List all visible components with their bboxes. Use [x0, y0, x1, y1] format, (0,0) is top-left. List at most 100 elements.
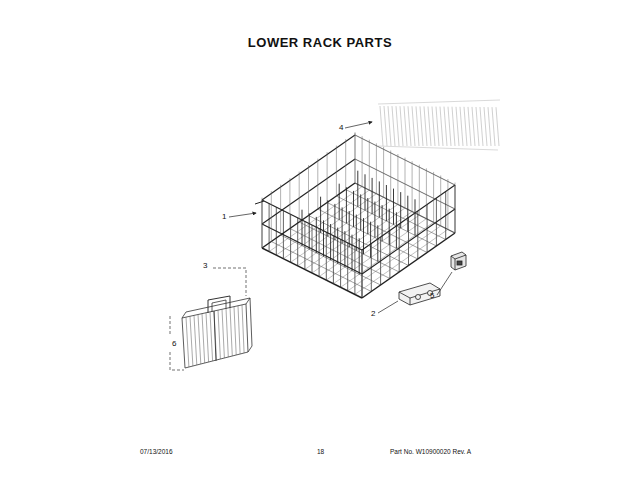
rack-wire — [354, 246, 355, 294]
mesh-line — [222, 309, 224, 358]
mesh-line — [202, 314, 205, 363]
callout-number: 3 — [203, 262, 207, 270]
rack-wire — [407, 196, 408, 232]
rack-wire — [340, 239, 341, 287]
rack-wire — [399, 224, 400, 272]
rack-wire — [299, 172, 300, 222]
rack-wire — [349, 211, 350, 247]
lower-rack — [255, 133, 455, 298]
rack-wire — [355, 229, 448, 294]
rack-wire — [367, 198, 368, 234]
rack-track-strip — [378, 100, 500, 150]
rack-wire — [415, 199, 416, 235]
rack-wire — [380, 237, 381, 285]
hatch-line — [440, 107, 443, 146]
rack-wire — [326, 215, 419, 280]
rack-wire — [304, 221, 305, 269]
hatch-line — [400, 106, 403, 146]
rack-wire — [255, 201, 264, 204]
rack-wire — [445, 192, 446, 240]
rack-wire — [455, 185, 456, 233]
rack-wire — [291, 197, 384, 262]
rack-wire — [396, 212, 397, 248]
rack-wire — [271, 191, 272, 241]
rack-wire — [317, 159, 318, 209]
rack-wire — [280, 185, 281, 235]
hatch-line — [380, 106, 383, 146]
rack-wire — [316, 217, 317, 253]
rack-wire — [283, 211, 284, 259]
rack-wire — [376, 143, 377, 193]
hatch-line — [444, 107, 447, 146]
silverware-basket — [182, 296, 252, 368]
rack-wire — [289, 178, 290, 228]
rack-wire — [297, 218, 298, 266]
rack-wire — [333, 219, 426, 284]
rack-wire — [327, 200, 328, 236]
leader-line — [229, 122, 452, 313]
rack-wire — [309, 213, 310, 249]
footer-date: 07/13/2016 — [140, 449, 173, 456]
rack-wire — [269, 187, 362, 252]
rack-wire — [372, 178, 373, 214]
mesh-line — [198, 315, 201, 365]
hatch-line — [404, 106, 407, 146]
hatch-line — [392, 106, 395, 146]
mesh-line — [206, 313, 209, 362]
hatch-line — [468, 107, 471, 146]
hatch-line — [412, 106, 415, 146]
callout-number: 2 — [371, 310, 375, 318]
rack-wire — [362, 250, 363, 298]
rack-wire — [393, 189, 394, 225]
rack-wheel-part — [399, 283, 440, 305]
rack-wire — [405, 158, 406, 208]
hatch-line — [388, 106, 391, 146]
hatch-line — [460, 107, 463, 146]
rack-wire — [362, 209, 455, 274]
hatch-line — [448, 107, 451, 146]
rack-wire — [359, 238, 360, 274]
rack-wire — [436, 198, 437, 246]
rack-wire — [363, 218, 364, 254]
rack-wire — [283, 194, 376, 259]
rack-wire — [276, 207, 277, 255]
rack-wire — [334, 204, 335, 240]
rack-wire — [290, 214, 291, 262]
rack-wire — [312, 208, 405, 273]
part-number: Part No. W10900020 Rev. A — [390, 449, 471, 456]
basket-mesh — [186, 305, 244, 367]
rack-wire — [342, 207, 343, 243]
rack-wire — [440, 176, 441, 226]
rack-wire — [390, 151, 391, 201]
rack-wire — [348, 226, 441, 291]
mesh-line — [194, 315, 197, 365]
hatch-line — [408, 106, 411, 146]
mesh-line — [214, 311, 217, 360]
rack-wire — [383, 147, 384, 197]
rack-wire — [319, 212, 412, 277]
rack-wire — [302, 210, 303, 246]
hatch-line — [480, 107, 483, 146]
rack-clip-part — [451, 252, 466, 270]
rack-wire — [400, 192, 401, 228]
hatch-line — [476, 107, 479, 146]
hatch-line — [420, 106, 423, 146]
callout-number: 1 — [222, 213, 226, 221]
callout-number: 4 — [339, 124, 343, 132]
hatch-line — [464, 107, 467, 146]
rack-track-hatch — [380, 106, 499, 146]
rack-wire — [427, 205, 428, 253]
rack-wire — [355, 133, 356, 183]
mesh-line — [210, 312, 213, 361]
rack-wire — [379, 181, 380, 217]
rack-wire — [370, 222, 371, 258]
rack-wire — [362, 250, 363, 298]
rack-wire — [357, 171, 358, 207]
rack-wire — [417, 211, 418, 259]
mesh-line — [186, 317, 189, 367]
rack-wire — [341, 222, 434, 287]
rack-wire — [355, 133, 356, 183]
hatch-line — [452, 107, 455, 146]
rack-wire — [305, 204, 398, 269]
